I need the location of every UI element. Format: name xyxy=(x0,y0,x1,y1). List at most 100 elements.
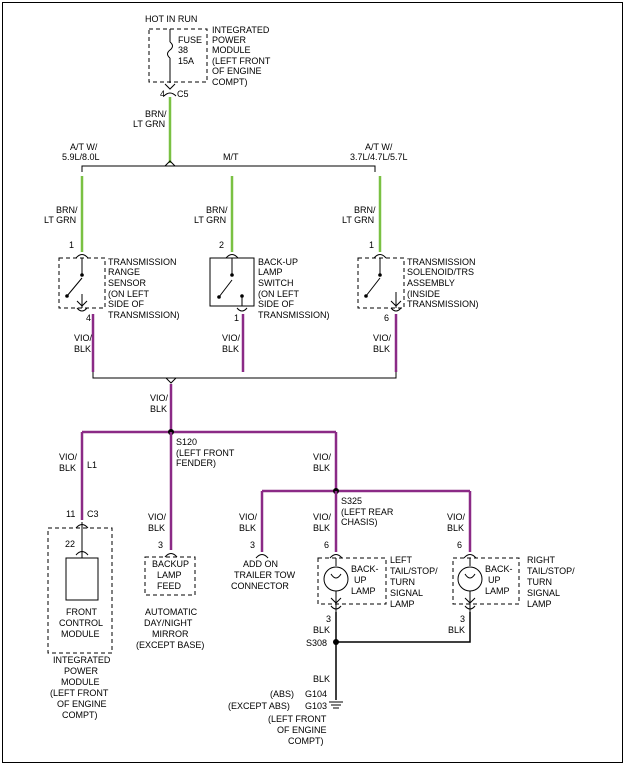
connector-c5-icon xyxy=(164,83,176,90)
left-lamp-backup-label: BACK- UP LAMP xyxy=(351,564,379,596)
trailer-drop-color-2: BLK xyxy=(239,523,256,533)
except-abs-label: (EXCEPT ABS) xyxy=(228,701,290,711)
right-lamp-pin-out: 3 xyxy=(460,614,465,624)
svg-text:BACKUP: BACKUP xyxy=(152,559,189,569)
backup-switch-output-color-2: BLK xyxy=(222,344,239,354)
left-lamp-connector-bottom xyxy=(330,597,342,610)
ipm-bottom-box xyxy=(47,527,113,654)
trunk-color-2: BLK xyxy=(150,404,167,414)
right-lamp-ground-wire xyxy=(336,612,471,643)
left-lamp-ground-color: BLK xyxy=(313,625,330,635)
svg-text:LAMP: LAMP xyxy=(390,599,415,609)
branch-left-color-2: LT GRN xyxy=(44,215,76,225)
svg-text:UP: UP xyxy=(354,575,367,585)
solenoid-contact-bottom xyxy=(364,294,368,298)
c5-connector-label: C5 xyxy=(177,89,189,99)
auto-mirror-label: AUTOMATIC DAY/NIGHT MIRROR (EXCEPT BASE) xyxy=(136,607,204,650)
svg-text:BACK-: BACK- xyxy=(351,564,379,574)
mt-label: M/T xyxy=(223,152,239,162)
solenoid-connector-top xyxy=(373,254,387,259)
svg-text:AUTOMATIC: AUTOMATIC xyxy=(145,607,198,617)
right-lamp-ground-color: BLK xyxy=(448,625,465,635)
svg-text:LAMP: LAMP xyxy=(258,267,283,277)
svg-text:UP: UP xyxy=(488,575,501,585)
s325-location-1: (LEFT REAR xyxy=(341,507,394,517)
svg-text:OF ENGINE: OF ENGINE xyxy=(277,725,327,735)
trs-pin-in: 1 xyxy=(69,240,74,250)
svg-text:SIDE OF: SIDE OF xyxy=(108,299,145,309)
trunk-color-1: VIO/ xyxy=(150,393,169,403)
svg-text:TURN: TURN xyxy=(390,577,415,587)
svg-text:SIGNAL: SIGNAL xyxy=(527,588,560,598)
ground-wire-color: BLK xyxy=(313,674,330,684)
mirror-pin-label: 3 xyxy=(158,540,163,550)
right-lamp-feed-color-2: BLK xyxy=(447,523,464,533)
trailer-connector-icon xyxy=(255,554,269,559)
branch-left-color-1: BRN/ xyxy=(56,205,78,215)
top-bus-notch xyxy=(164,160,176,167)
backup-feed-box xyxy=(144,556,196,596)
svg-text:MODULE: MODULE xyxy=(61,629,100,639)
ipm-top-label: INTEGRATED POWER MODULE (LEFT FRONT OF E… xyxy=(212,25,271,87)
left-lamp-bulb-icon xyxy=(323,566,349,592)
atw-right-label-1: A/T W/ xyxy=(365,142,393,152)
right-lamp-filament xyxy=(464,573,476,579)
solenoid-label: TRANSMISSION SOLENOID/TRS ASSEMBLY (INSI… xyxy=(407,257,479,309)
backup-switch-output-color-1: VIO/ xyxy=(222,333,241,343)
svg-text:COMPT): COMPT) xyxy=(288,736,324,746)
trailer-pin-label: 3 xyxy=(250,540,255,550)
atw-left-label-2: 5.9L/8.0L xyxy=(62,152,100,162)
ground-location-label: (LEFT FRONT OF ENGINE COMPT) xyxy=(268,714,327,746)
c3-pin-label: 11 xyxy=(66,509,75,519)
ipm-bottom-label: INTEGRATED POWER MODULE (LEFT FRONT OF E… xyxy=(50,655,111,720)
s325-feed-color-2: BLK xyxy=(313,463,330,473)
svg-text:(EXCEPT BASE): (EXCEPT BASE) xyxy=(136,640,204,650)
svg-text:LAMP: LAMP xyxy=(157,570,182,580)
right-lamp-backup-label: BACK- UP LAMP xyxy=(485,564,513,596)
svg-text:OF ENGINE: OF ENGINE xyxy=(57,699,107,709)
svg-text:TAIL/STOP/: TAIL/STOP/ xyxy=(527,566,575,576)
svg-text:TRANSMISSION): TRANSMISSION) xyxy=(407,299,479,309)
svg-text:(INSIDE: (INSIDE xyxy=(407,289,440,299)
s308-splice-dot xyxy=(333,639,339,645)
svg-text:TRANSMISSION): TRANSMISSION) xyxy=(258,310,330,320)
backup-switch-connector-bottom xyxy=(236,307,248,312)
fuse-icon xyxy=(167,41,173,59)
mirror-drop-color-2: BLK xyxy=(148,523,165,533)
fcm-box xyxy=(65,557,99,601)
fcm-drop-color-1: VIO/ xyxy=(59,452,78,462)
svg-text:LAMP: LAMP xyxy=(351,586,376,596)
left-tail-lamp-label: LEFT TAIL/STOP/ TURN SIGNAL LAMP xyxy=(390,555,438,609)
svg-text:TRANSMISSION: TRANSMISSION xyxy=(407,257,476,267)
svg-text:LAMP: LAMP xyxy=(527,599,552,609)
svg-text:SOLENOID/TRS: SOLENOID/TRS xyxy=(407,267,474,277)
left-lamp-pin-in: 6 xyxy=(324,540,329,550)
svg-text:(ON LEFT: (ON LEFT xyxy=(258,289,300,299)
c3-connector-label: C3 xyxy=(87,509,99,519)
svg-text:MODULE: MODULE xyxy=(61,677,100,687)
s325-feed-color-1: VIO/ xyxy=(313,452,332,462)
fcm-label: FRONT CONTROL MODULE xyxy=(59,607,103,639)
left-lamp-box xyxy=(317,557,387,605)
svg-text:SWITCH: SWITCH xyxy=(258,278,294,288)
svg-text:INTEGRATED: INTEGRATED xyxy=(212,25,270,35)
svg-text:TURN: TURN xyxy=(527,577,552,587)
trs-connector-bottom xyxy=(76,300,88,312)
solenoid-output-color-2: BLK xyxy=(373,344,390,354)
branch-mt-color-2: LT GRN xyxy=(194,215,226,225)
backup-switch-contact-top xyxy=(230,273,234,277)
trailer-label: ADD ON TRAILER TOW CONNECTOR xyxy=(231,559,296,591)
right-lamp-connector-top xyxy=(463,554,477,559)
svg-text:ADD ON: ADD ON xyxy=(243,559,278,569)
svg-text:TRANSMISSION: TRANSMISSION xyxy=(108,257,177,267)
fuse-label: FUSE xyxy=(178,35,202,45)
solenoid-pin-out: 6 xyxy=(384,313,389,323)
solenoid-contact-top xyxy=(378,273,382,277)
svg-text:SIGNAL: SIGNAL xyxy=(390,588,423,598)
solenoid-box xyxy=(357,257,405,309)
lower-bus-bracket xyxy=(92,372,397,379)
svg-text:OF ENGINE: OF ENGINE xyxy=(212,66,262,76)
svg-text:TAIL/STOP/: TAIL/STOP/ xyxy=(390,566,438,576)
fcm-drop-circuit: L1 xyxy=(87,460,97,470)
fcm-pin-label: 22 xyxy=(65,539,75,549)
